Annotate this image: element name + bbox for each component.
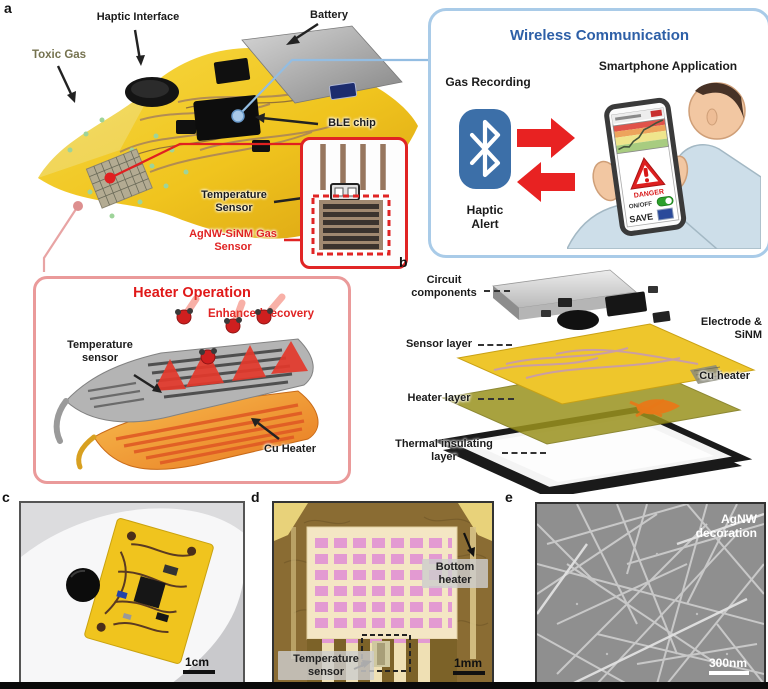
heater-layer-connector — [478, 398, 514, 400]
toggle-icon — [656, 196, 674, 207]
trace-top-left — [274, 503, 308, 541]
smartphone-application-label: Smartphone Application — [598, 59, 738, 73]
panel-letter-d: d — [251, 489, 260, 505]
sensor-callout-line — [109, 142, 302, 179]
data-exchange-arrows-icon — [517, 118, 575, 202]
save-label: SAVE — [629, 211, 654, 224]
haptic-interface-label: Haptic Interface — [96, 11, 180, 23]
thermal-insulating-layer-label: Thermal insulating layer — [395, 438, 493, 463]
heater-operation-box: Heater Operation Enhanced recovery — [33, 276, 351, 484]
danger-text: DANGER — [633, 189, 664, 200]
wireless-title: Wireless Communication — [509, 27, 690, 44]
gas-sensor-mesh — [85, 148, 153, 209]
toxic-gas-label: Toxic Gas — [31, 49, 87, 61]
electrode-leads — [320, 144, 386, 190]
smartphone-user-illustration: DANGER ON/OFF SAVE — [567, 82, 761, 249]
bottom-heater-arrow — [462, 532, 475, 557]
haptic-alert-label: Haptic Alert — [466, 203, 504, 232]
bottom-heater-label: Bottom heater — [422, 559, 488, 589]
scale-label-e: 300nm — [709, 656, 748, 670]
gas-sensor-dashed-outline — [311, 194, 391, 256]
wireless-communication-box: Wireless Communication Gas Recording Sma… — [428, 8, 768, 258]
panel-letter-e: e — [505, 489, 513, 505]
bottom-border-bar — [0, 682, 768, 689]
gas-sensor-label: AgNW-SiNM Gas Sensor — [189, 228, 277, 253]
haptic-motor — [125, 77, 179, 107]
microscope-image: Bottom heater Temperature sensor 1mm — [272, 501, 494, 687]
sensor-layer-connector — [478, 344, 512, 346]
sensor-inset-box — [300, 137, 408, 269]
bluetooth-icon — [459, 109, 511, 189]
temperature-sensor-dashed-outline — [361, 634, 411, 672]
temperature-sensor-label-heater: Temperature sensor — [67, 339, 133, 364]
panel-letter-c: c — [2, 489, 10, 505]
ble-chip-component — [193, 95, 261, 141]
device-on-wrist — [84, 518, 214, 664]
haptic-motor-photo — [66, 568, 100, 602]
heat-triangles — [154, 341, 308, 391]
enhanced-recovery-label: Enhanced recovery — [207, 308, 315, 320]
smartphone: DANGER ON/OFF SAVE — [604, 97, 687, 236]
warning-triangle-icon — [630, 157, 666, 190]
circuit-components-connector — [484, 290, 510, 292]
sem-image: AgNW decoration 300nm — [535, 502, 766, 687]
gas-dots — [67, 117, 189, 219]
scale-label-d: 1mm — [454, 656, 483, 670]
blue-component — [328, 82, 358, 100]
heater-layer-label: Heater layer — [407, 392, 471, 404]
save-button-icon — [656, 207, 675, 221]
onoff-label: ON/OFF — [628, 200, 652, 210]
sensor-layer-label: Sensor layer — [405, 338, 473, 350]
scale-bar-c — [183, 670, 215, 674]
battery-label: Battery — [310, 9, 348, 21]
heater-layer — [441, 363, 742, 445]
temperature-sensor-label-a: Temperature Sensor — [201, 189, 267, 214]
cu-heater-label-b: Cu heater — [699, 370, 750, 382]
panel-letter-a: a — [4, 0, 12, 16]
thermal-layer-connector — [502, 452, 546, 454]
heater-callout-line — [42, 205, 79, 272]
electrode-sinm-label: Electrode & SiNM — [700, 316, 762, 341]
ble-callout-line — [237, 58, 430, 117]
cu-heater-label: Cu Heater — [264, 443, 316, 455]
sensor-inset-illustration — [311, 144, 391, 256]
panel-letter-b: b — [399, 254, 408, 270]
circuit-components-label: Circuit components — [411, 274, 477, 299]
annotation-arrows — [56, 22, 319, 204]
nanowires — [537, 504, 764, 685]
scale-bar-d — [453, 671, 485, 675]
heater-operation-title: Heater Operation — [133, 285, 251, 301]
heater-annotation-arrows — [133, 373, 280, 440]
battery-component — [241, 25, 403, 104]
agnw-decoration-label: AgNW decoration — [695, 512, 757, 541]
gas-recording-label: Gas Recording — [445, 75, 531, 89]
gas-level-graph — [612, 118, 669, 155]
trace-top-right — [458, 503, 492, 541]
scale-label-c: 1cm — [185, 655, 210, 669]
device-photo: 1cm — [19, 501, 245, 686]
ble-chip-label: BLE chip — [328, 117, 376, 129]
circuit-components-illustration — [492, 269, 671, 330]
scale-bar-e — [709, 671, 749, 675]
cu-heater-sheet — [93, 390, 319, 470]
person-hair — [695, 82, 744, 119]
temperature-sensor-label-d: Temperature sensor — [278, 651, 374, 681]
